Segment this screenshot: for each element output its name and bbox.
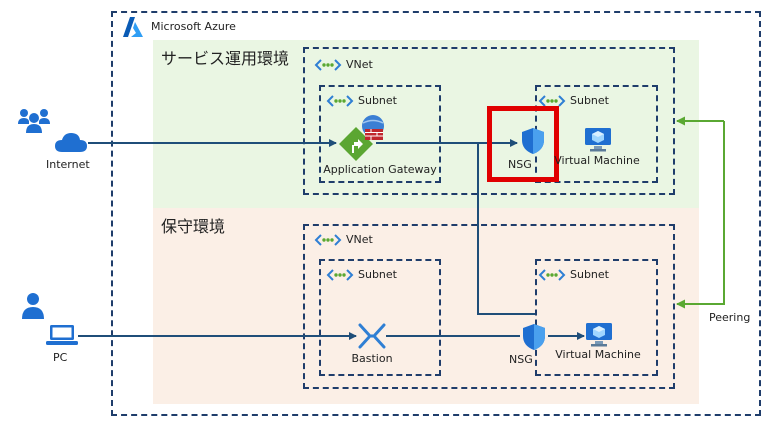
vnet-maintenance-tag: VNet xyxy=(314,233,373,246)
laptop-icon xyxy=(46,324,78,346)
subnet-appgw-tag: Subnet xyxy=(326,94,397,107)
azure-boundary xyxy=(111,11,761,416)
subnet-icon xyxy=(538,268,566,281)
vm-icon xyxy=(584,127,612,153)
vnet-service-tag: VNet xyxy=(314,58,373,71)
maintenance-zone-title: 保守環境 xyxy=(161,217,226,236)
subnet-icon xyxy=(326,94,354,107)
subnet-bastion xyxy=(319,259,441,376)
subnet-label: Subnet xyxy=(570,268,609,281)
firewall-icon xyxy=(358,114,388,142)
nsg-top-label: NSG xyxy=(508,158,532,171)
vnet-label: VNet xyxy=(346,233,373,246)
azure-logo-icon xyxy=(122,16,144,38)
subnet-label: Subnet xyxy=(570,94,609,107)
cloud-icon xyxy=(54,131,88,153)
subnet-appgw xyxy=(319,85,441,183)
vm-bottom-label: Virtual Machine xyxy=(555,348,641,361)
vnet-service xyxy=(303,47,675,195)
pc-label: PC xyxy=(53,351,68,364)
vnet-icon xyxy=(314,233,342,246)
user-icon xyxy=(20,292,46,320)
subnet-vm-bottom xyxy=(535,259,658,376)
app-gateway-label: Application Gateway xyxy=(323,163,437,176)
vnet-label: VNet xyxy=(346,58,373,71)
vm-icon xyxy=(585,322,613,348)
subnet-label: Subnet xyxy=(358,268,397,281)
subnet-icon xyxy=(326,268,354,281)
vm-top-label: Virtual Machine xyxy=(554,154,640,167)
service-zone-title: サービス運用環境 xyxy=(161,49,290,68)
nsg-highlight-box xyxy=(487,106,559,182)
bastion-icon xyxy=(358,322,386,350)
line-peering xyxy=(676,121,725,309)
peering-label: Peering xyxy=(709,311,751,324)
subnet-vm-bottom-tag: Subnet xyxy=(538,268,609,281)
internet-label: Internet xyxy=(46,158,90,171)
subnet-icon xyxy=(538,94,566,107)
nsg-shield-icon xyxy=(521,127,545,155)
maintenance-zone xyxy=(153,208,699,404)
service-zone xyxy=(153,40,699,208)
subnet-vm-top-tag: Subnet xyxy=(538,94,609,107)
line-appgw-to-bottom-subnet xyxy=(477,143,535,315)
subnet-label: Subnet xyxy=(358,94,397,107)
nsg-shield-icon xyxy=(522,323,546,351)
vnet-maintenance xyxy=(303,224,675,389)
subnet-bastion-tag: Subnet xyxy=(326,268,397,281)
bastion-label: Bastion xyxy=(351,352,393,365)
azure-title: Microsoft Azure xyxy=(151,20,236,33)
vnet-icon xyxy=(314,58,342,71)
nsg-bottom-label: NSG xyxy=(509,353,533,366)
users-icon xyxy=(17,107,51,135)
app-gateway-icon xyxy=(338,126,374,162)
